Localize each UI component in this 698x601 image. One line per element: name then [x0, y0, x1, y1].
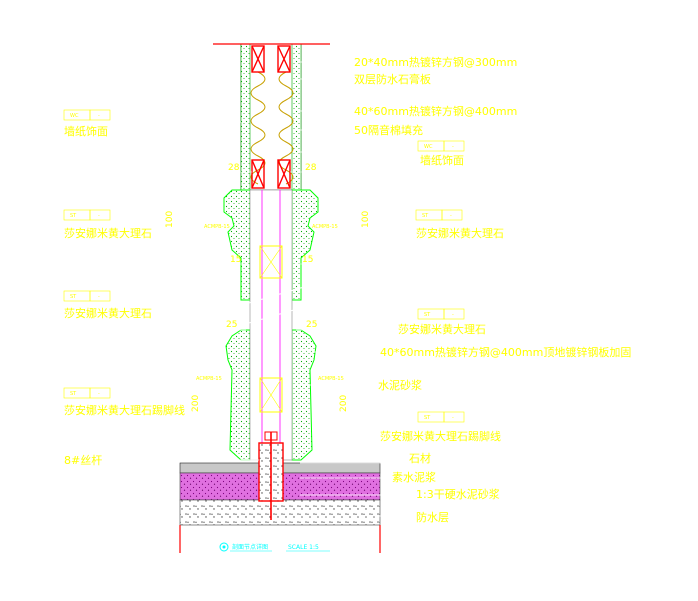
- tag-st-2-code: ST: [422, 213, 429, 219]
- gypsum-left: [240, 43, 251, 191]
- leaders-left: [64, 121, 259, 461]
- label-wallpaper-right: 墙纸饰面: [420, 153, 464, 167]
- dim-100-left: 100: [165, 211, 175, 228]
- tag-st-3-num: -: [98, 294, 100, 300]
- title-block: 剖面节点详图 SCALE 1:5: [219, 542, 330, 552]
- leaders-right: [300, 61, 470, 517]
- gypsum-right: [291, 43, 302, 191]
- tag-st-5-num: -: [98, 391, 100, 397]
- label-skirting-left: 莎安娜米黄大理石踢脚线: [64, 403, 185, 417]
- tag-wc-2-num: -: [452, 144, 454, 150]
- tag-st-5-code: ST: [70, 391, 77, 397]
- tag-st-1-code: ST: [70, 213, 77, 219]
- label-marble-right-2: 莎安娜米黄大理石: [398, 322, 486, 336]
- marble-profile-left-upper: [223, 189, 251, 301]
- label-skirting-right: 莎安娜米黄大理石踢脚线: [380, 429, 501, 443]
- title-scale: SCALE 1:5: [288, 544, 319, 551]
- label-stone: 石材: [409, 451, 431, 465]
- label-steel-40x60: 40*60mm热镀锌方钢@400mm: [354, 104, 517, 118]
- tag-wc-1-code: WC: [70, 113, 79, 119]
- label-cement-slurry: 素水泥浆: [392, 470, 436, 484]
- steel-tubes-top: [251, 45, 291, 189]
- tag-st-2-num: -: [450, 213, 452, 219]
- label-steel-reinforce: 40*60mm热镀锌方钢@400mm顶地镀锌钢板加固: [380, 345, 631, 359]
- concrete-slab: [179, 499, 381, 526]
- tag-st-6-code: ST: [424, 415, 431, 421]
- marble-profile-right-upper: [291, 189, 319, 301]
- core-post: [249, 189, 293, 520]
- tag-st-6-num: -: [452, 415, 454, 421]
- label-double-gypsum: 双层防水石膏板: [354, 72, 431, 86]
- anchor-box-2: [259, 377, 283, 413]
- marble-cladding: [223, 189, 319, 461]
- dim-200-left: 200: [191, 395, 201, 412]
- dim-25-right: 25: [306, 320, 317, 330]
- anchor-code-3: ACMPB-15: [196, 376, 222, 382]
- label-threaded-rod: 8#丝杆: [64, 453, 102, 467]
- dim-100-right: 100: [361, 211, 371, 228]
- tag-wc-1-num: -: [98, 113, 100, 119]
- tag-st-3-code: ST: [70, 294, 77, 300]
- label-dry-mortar: 1:3干硬水泥砂浆: [416, 487, 500, 501]
- dim-28-left: 28: [228, 163, 240, 173]
- label-marble-right-1: 莎安娜米黄大理石: [416, 226, 504, 240]
- dimension-lines: [176, 171, 366, 461]
- anchor-code-4: ACMPB-15: [318, 376, 344, 382]
- title-name: 剖面节点详图: [232, 543, 268, 551]
- dim-15-right: 15: [302, 255, 313, 265]
- marble-skirting-right: [291, 329, 317, 461]
- label-waterproof: 防水层: [416, 510, 449, 524]
- anchor-code-2: ACMPB-15: [312, 224, 338, 230]
- break-lines: [169, 261, 391, 347]
- dim-25-left: 25: [226, 320, 237, 330]
- label-insulation: 50隔音棉填充: [354, 123, 423, 137]
- label-marble-left-2: 莎安娜米黄大理石: [64, 306, 152, 320]
- title-marker: [219, 542, 229, 552]
- dim-28-right: 28: [305, 163, 317, 173]
- tag-boxes: [63, 109, 465, 423]
- label-wallpaper-left: 墙纸饰面: [64, 124, 108, 138]
- label-steel-20x40: 20*40mm热镀锌方钢@300mm: [354, 55, 517, 69]
- anchor-code-1: ACMPB-15: [204, 224, 230, 230]
- tag-st-4-num: -: [452, 312, 454, 318]
- dim-15-left: 15: [230, 255, 241, 265]
- tag-st-4-code: ST: [424, 312, 431, 318]
- anchor-box-1: [259, 245, 283, 279]
- label-marble-left-1: 莎安娜米黄大理石: [64, 226, 152, 240]
- dim-200-right: 200: [339, 395, 349, 412]
- tag-st-1-num: -: [98, 213, 100, 219]
- label-cement-mortar: 水泥砂浆: [378, 378, 422, 392]
- marble-skirting-left: [225, 329, 251, 461]
- wall-assembly: [213, 43, 330, 191]
- tag-wc-2-code: WC: [424, 144, 433, 150]
